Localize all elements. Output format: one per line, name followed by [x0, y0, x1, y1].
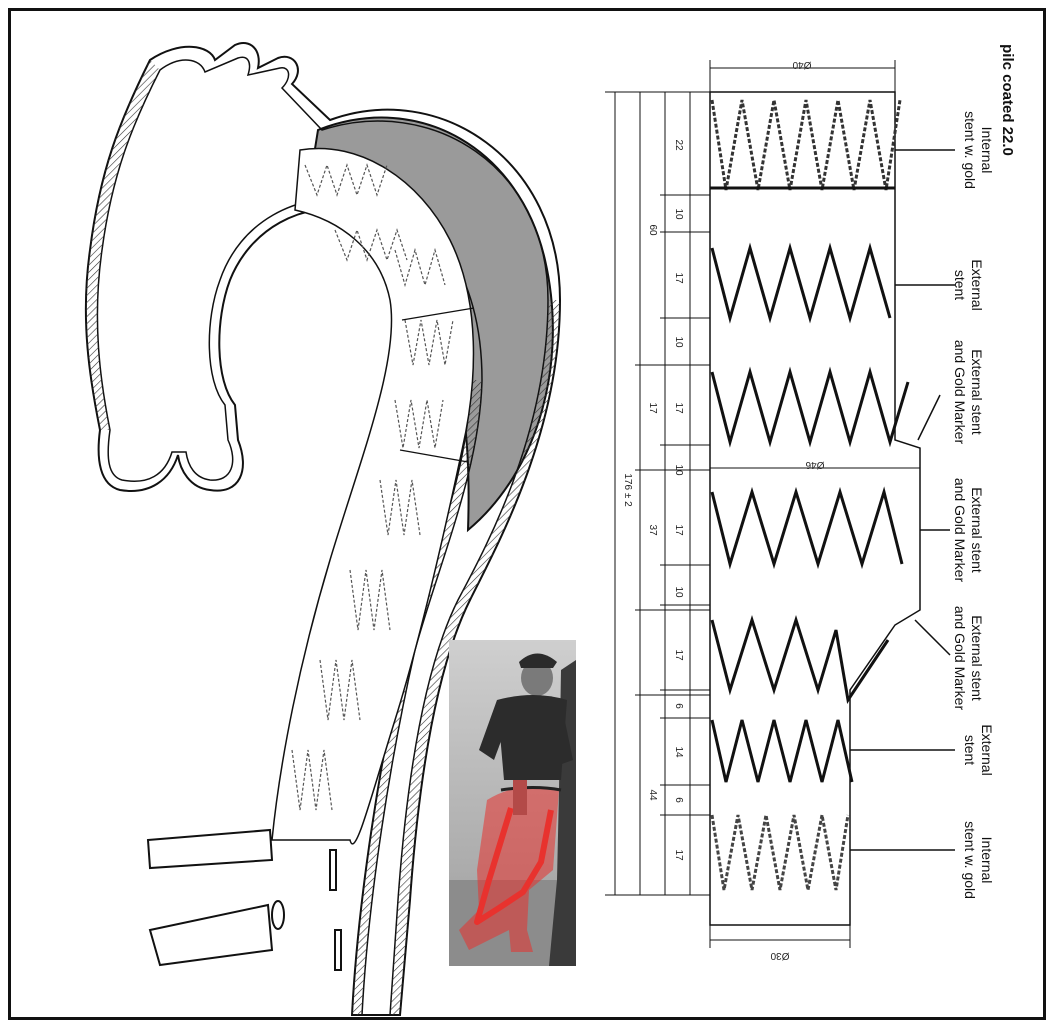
- dimension-values: 22 10 17 10 17 10 17 10 17 6 14 6 17 60 …: [622, 59, 824, 961]
- label-internal-bottom-2: stent w. gold: [962, 821, 978, 899]
- dim-60: 60: [647, 224, 658, 236]
- figure-title: pilc coated 22.0: [999, 44, 1016, 156]
- dim-6a: 6: [673, 703, 684, 709]
- dim-total: 176 ± 2: [622, 473, 633, 507]
- label-internal-top-2: stent w. gold: [962, 111, 978, 189]
- dim-14: 14: [673, 746, 684, 758]
- external-stent-3: [710, 486, 904, 570]
- dim-17a: 17: [673, 272, 684, 284]
- label-internal-bottom-1: Internal: [979, 837, 995, 884]
- internal-stent-top: [710, 99, 902, 191]
- graft-seam-2: [399, 449, 469, 463]
- label-ext-gold-1a: External stent: [969, 349, 985, 435]
- dim-group-17: 17: [647, 402, 658, 414]
- dim-10d: 10: [673, 586, 684, 598]
- component-labels: pilc coated 22.0 Internal stent w. gold …: [952, 44, 1016, 899]
- label-ext-gold-2b: and Gold Marker: [952, 478, 968, 583]
- graft-stent-rings: [291, 163, 454, 811]
- dim-37: 37: [647, 524, 658, 536]
- aorta-wall-hatching-right: [390, 300, 560, 1015]
- label-internal-top-1: Internal: [979, 127, 995, 174]
- external-stent-5: [710, 719, 854, 783]
- dim-10c: 10: [673, 464, 684, 476]
- external-stent-4: [710, 614, 890, 704]
- label-ext-gold-3a: External stent: [969, 615, 985, 701]
- diameter-bottom: Ø30: [770, 950, 789, 961]
- external-stent-1: [710, 242, 892, 324]
- length-dimension-rails: [605, 91, 710, 896]
- internal-stent-bottom: [710, 814, 850, 891]
- label-external-1a: External: [969, 259, 985, 310]
- dim-6b: 6: [673, 797, 684, 803]
- dim-10b: 10: [673, 336, 684, 348]
- stent-graft-body: [271, 147, 475, 845]
- label-ext-gold-1b: and Gold Marker: [952, 340, 968, 445]
- aorta-illustration: [84, 42, 562, 1016]
- diameter-top: Ø40: [792, 59, 811, 70]
- visceral-branches: [146, 828, 342, 971]
- red-highlight: [459, 786, 559, 952]
- dim-17d: 17: [673, 649, 684, 661]
- diameter-middle: Ø46: [805, 459, 824, 470]
- graft-seam-1: [401, 307, 475, 321]
- label-ext-gold-3b: and Gold Marker: [952, 606, 968, 711]
- label-external-1b: stent: [952, 270, 968, 300]
- photo-inset: [449, 640, 576, 966]
- photo-illustration: [449, 640, 576, 966]
- dim-44: 44: [647, 789, 658, 801]
- dim-17b: 17: [673, 402, 684, 414]
- aorta-wall-hatching-inner: [352, 380, 482, 1015]
- external-stent-2: [710, 366, 910, 448]
- dim-17c: 17: [673, 524, 684, 536]
- dim-17e: 17: [673, 849, 684, 861]
- label-external-2a: External: [979, 724, 995, 775]
- label-ext-gold-2a: External stent: [969, 487, 985, 573]
- graft-outline: [709, 91, 921, 926]
- dim-10a: 10: [673, 208, 684, 220]
- label-external-2b: stent: [962, 735, 978, 765]
- callout-lines: [850, 149, 955, 851]
- dim-22: 22: [673, 139, 684, 151]
- aorta-wall-hatching: [85, 60, 160, 430]
- stent-design-drawing: [605, 60, 955, 948]
- diameter-dimensions: [709, 60, 920, 948]
